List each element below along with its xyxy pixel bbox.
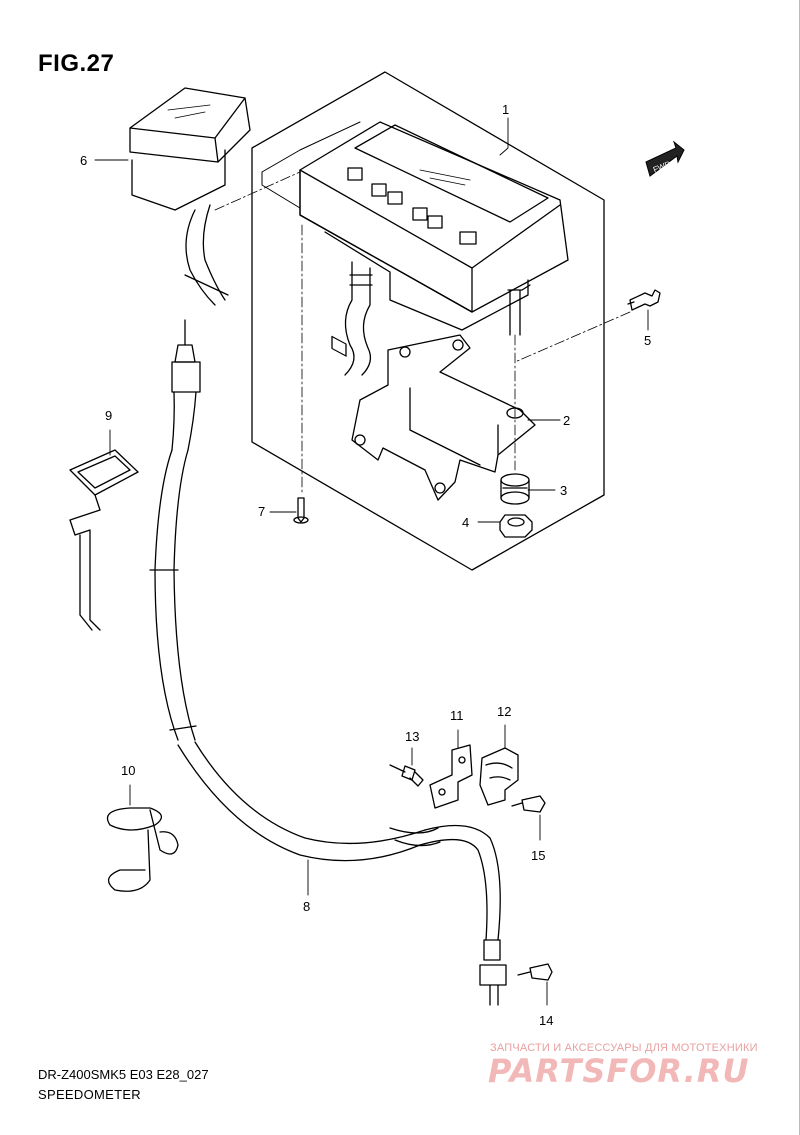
rivet-13 (389, 764, 424, 787)
meter-bracket (351, 334, 536, 501)
callout-5: 5 (644, 333, 651, 348)
callout-9: 9 (105, 408, 112, 423)
rubber-grommet (500, 473, 530, 505)
callout-2: 2 (563, 413, 570, 428)
flange-nut (499, 514, 533, 538)
callout-6: 6 (80, 153, 87, 168)
bolt-5 (627, 289, 661, 311)
callout-14: 14 (539, 1013, 553, 1028)
callout-12: 12 (497, 704, 511, 719)
model-name: SPEEDOMETER (38, 1087, 141, 1102)
watermark-logo: PARTSFOR.RU (488, 1052, 750, 1090)
model-code: DR-Z400SMK5 E03 E28_027 (38, 1067, 209, 1082)
callout-4: 4 (462, 515, 469, 530)
callout-numbers: 1 2 3 4 5 6 7 8 9 10 11 12 13 14 15 (80, 102, 651, 1028)
cable-holder-12 (479, 747, 519, 806)
screw-7 (293, 497, 309, 524)
callout-3: 3 (560, 483, 567, 498)
figure-title: FIG.27 (38, 50, 115, 77)
wire-clamp-10 (106, 807, 179, 892)
callout-7: 7 (258, 504, 265, 519)
callout-13: 13 (405, 729, 419, 744)
watermark-subtitle: ЗАПЧАСТИ И АКСЕССУАРЫ ДЛЯ МОТОТЕХНИКИ (490, 1042, 758, 1054)
callout-15: 15 (531, 848, 545, 863)
clamp-bracket-11 (429, 744, 473, 809)
callout-1: 1 (502, 102, 509, 117)
wire-clip-9 (69, 449, 139, 631)
fwd-arrow-icon: FWD (645, 140, 685, 177)
assembly-box (251, 71, 605, 571)
callout-8: 8 (303, 899, 310, 914)
screw-14 (517, 963, 553, 981)
screw-15 (511, 795, 546, 813)
indicator-lamp (129, 87, 251, 306)
speedometer-meter (261, 121, 569, 376)
callout-10: 10 (121, 763, 135, 778)
callout-11: 11 (450, 708, 464, 723)
speedometer-cable (149, 319, 507, 1006)
